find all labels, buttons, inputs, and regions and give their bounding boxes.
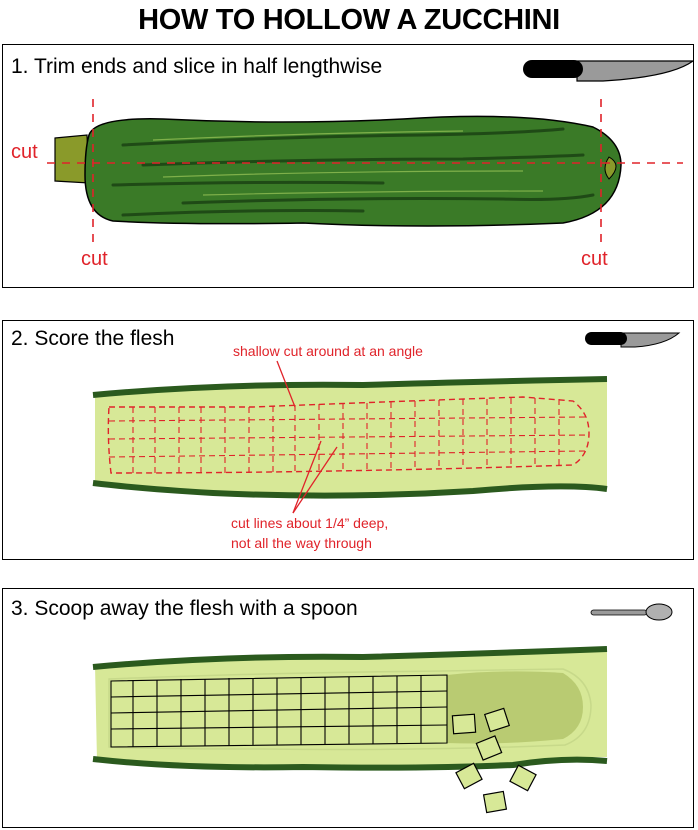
score-outline: [107, 396, 590, 474]
step-2-illustration: [92, 332, 681, 514]
callout-cut-lines-1: cut lines about 1/4” deep,: [231, 515, 389, 531]
score-grid: [108, 398, 590, 473]
flesh-cubes: [451, 707, 537, 814]
step-3-label: 3. Scoop away the flesh with a spoon: [11, 597, 358, 620]
cut-label-left: cut: [81, 248, 108, 270]
step-1-illustration: [47, 60, 693, 245]
knife-icon: [585, 332, 681, 348]
callout-shallow-cut: shallow cut around at an angle: [233, 343, 423, 359]
scooped-hollow: [447, 671, 583, 744]
cut-lines: [47, 99, 683, 245]
step-2-label: 2. Score the flesh: [11, 327, 175, 350]
callout-cut-lines-2: not all the way through: [231, 535, 372, 551]
step-2-panel: 2. Score the flesh: [2, 320, 694, 560]
cut-label-horizontal: cut: [11, 141, 38, 163]
step-1-label: 1. Trim ends and slice in half lengthwis…: [11, 55, 383, 78]
page-title: HOW TO HOLLOW A ZUCCHINI: [138, 4, 560, 36]
zucchini-stem: [54, 134, 90, 184]
callout-pointers: [276, 360, 338, 514]
zucchini-stripes: [111, 127, 595, 217]
scored-grid: [110, 674, 448, 748]
step-3-panel: 3. Scoop away the flesh with a spoon: [2, 588, 694, 828]
step-1-panel: 1. Trim ends and slice in half lengthwis…: [2, 44, 694, 288]
spoon-icon: [590, 603, 673, 621]
step-3-illustration: [92, 603, 673, 814]
knife-icon: [523, 60, 693, 82]
cut-label-right: cut: [581, 248, 608, 270]
